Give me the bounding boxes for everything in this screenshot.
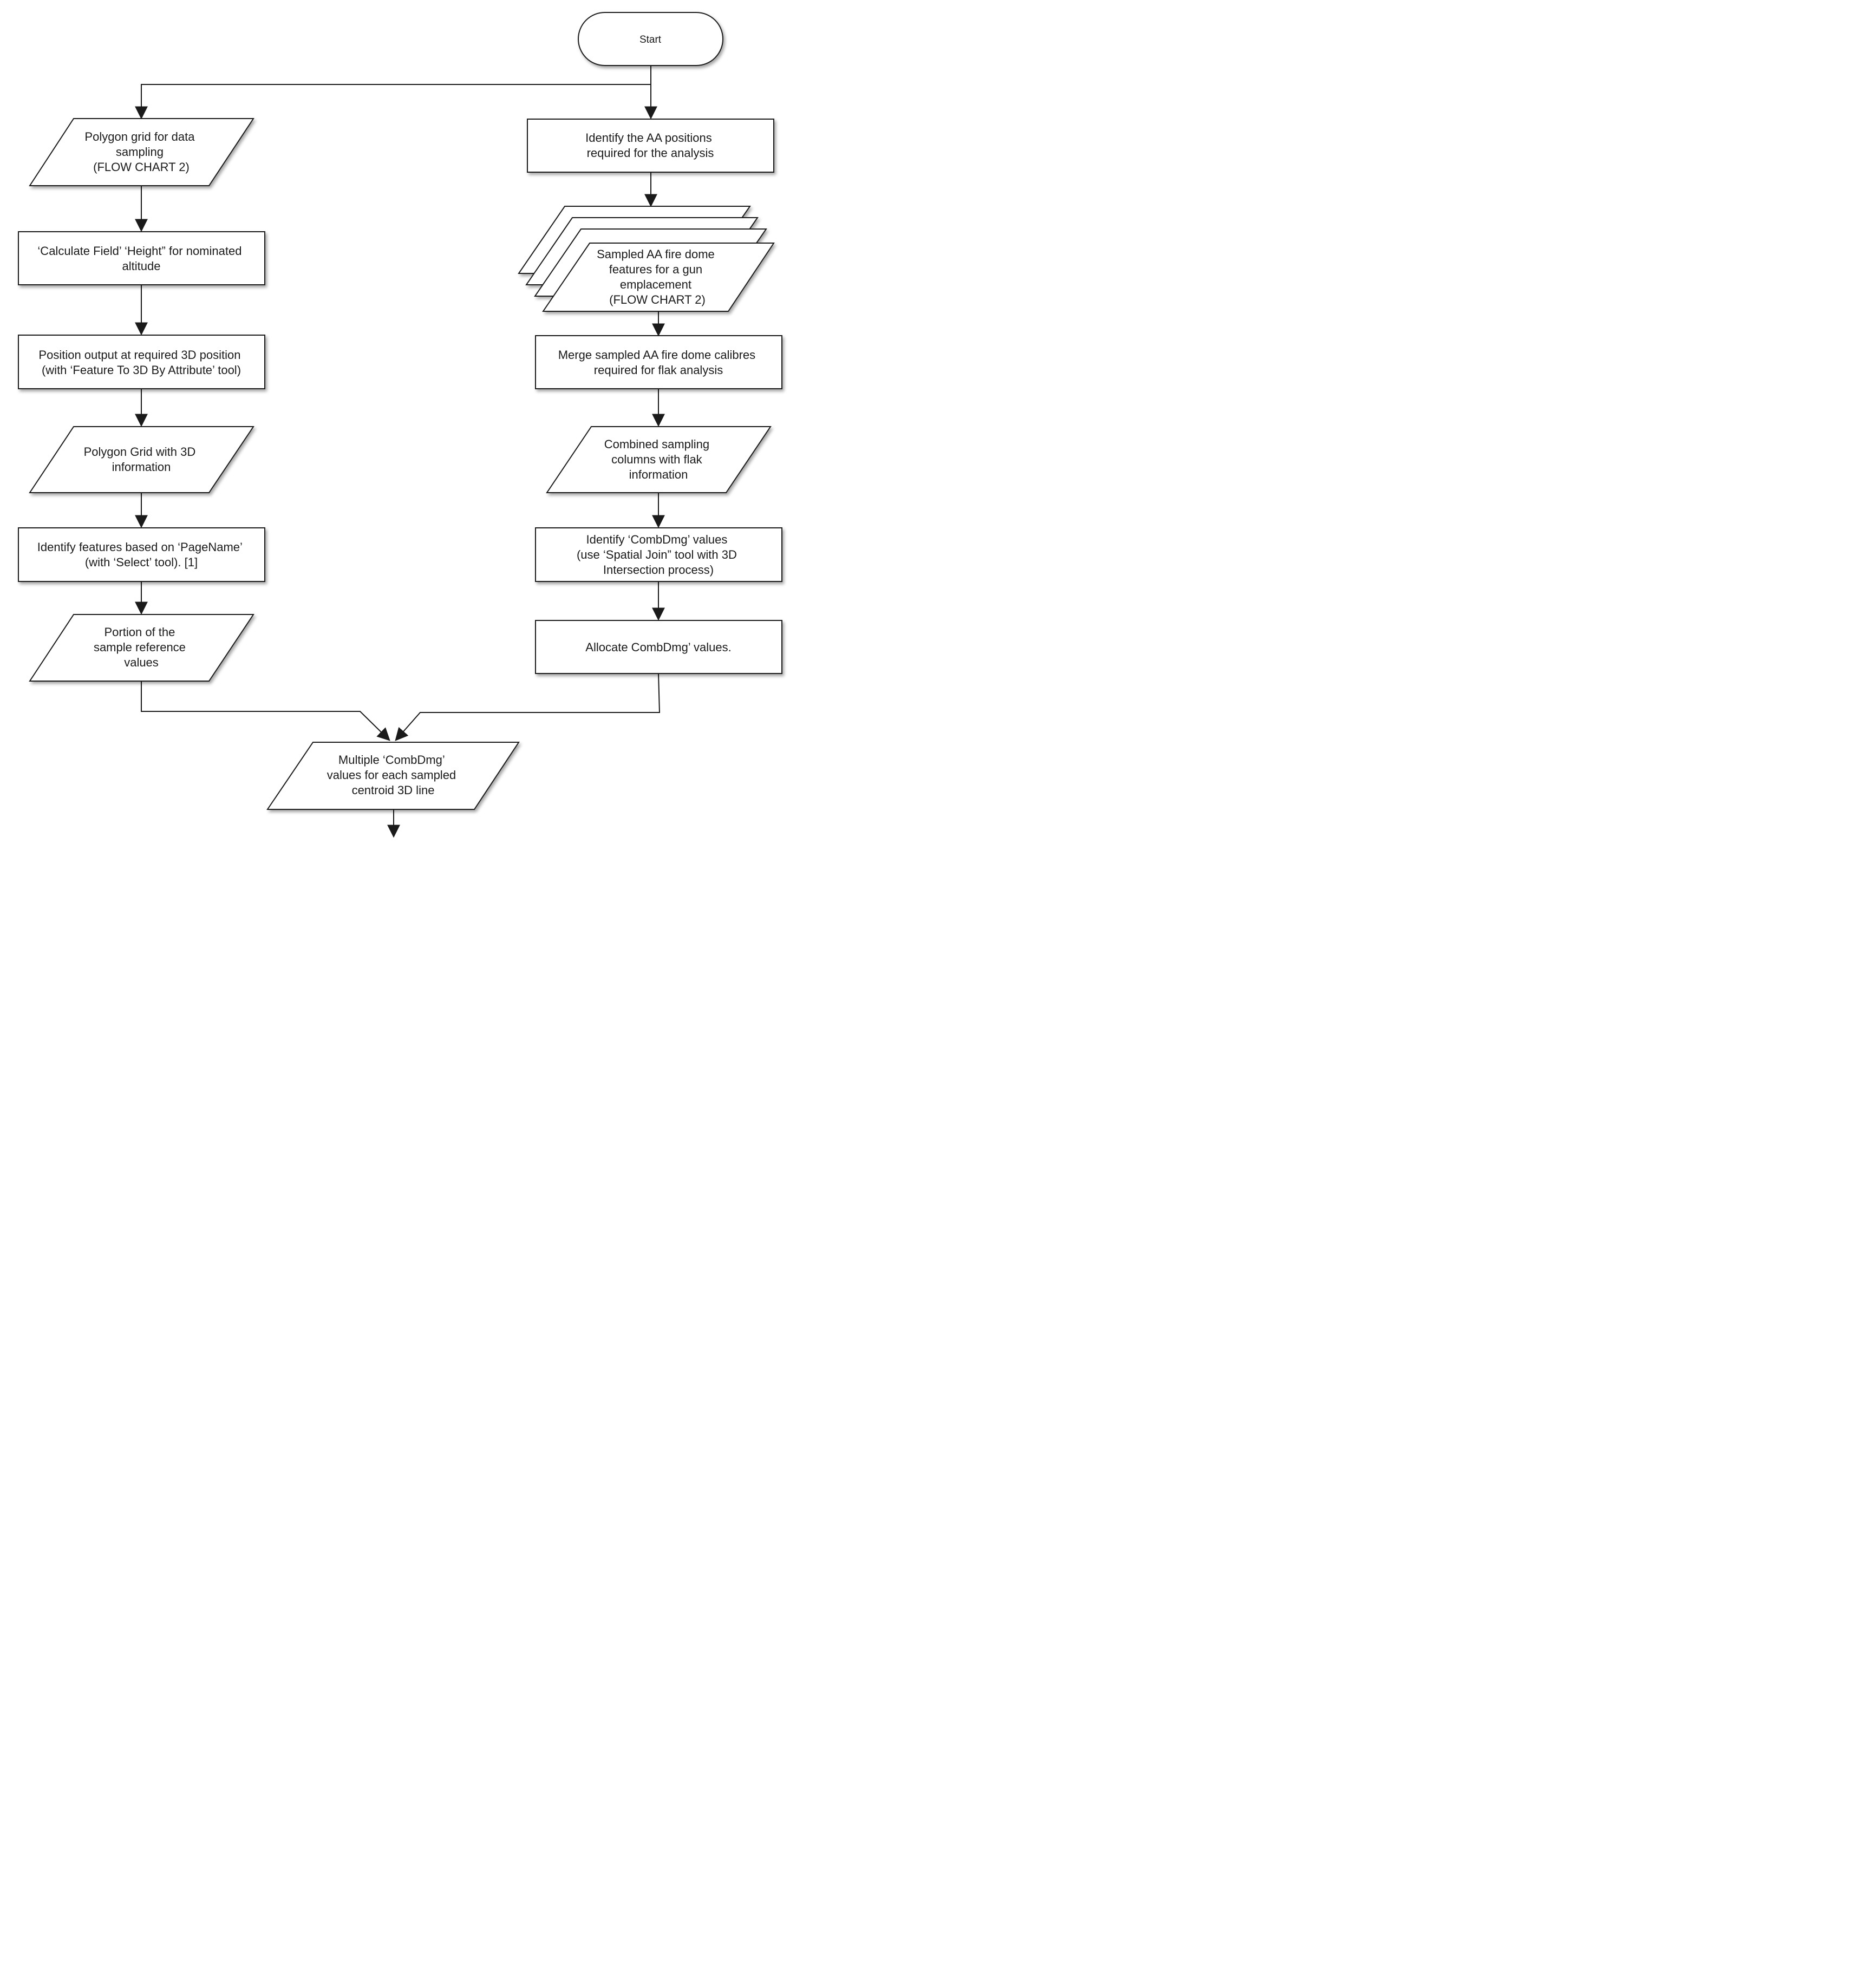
svg-text:Polygon Grid with 3D inf: Polygon Grid with 3D information — [84, 445, 199, 474]
position-output-node: Position output at required 3D position … — [18, 335, 265, 389]
svg-text:Multiple ‘CombDmg’ value: Multiple ‘CombDmg’ values for each sampl… — [327, 753, 460, 797]
svg-text:Sampled AA fire dome fea: Sampled AA fire dome features for a gun … — [597, 247, 718, 306]
svg-text:Identify ‘CombDmg’ values: Identify ‘CombDmg’ values (use ‘Spatial … — [577, 533, 740, 577]
polygon-grid-node: Polygon grid for data sampling (FLOW CHA… — [29, 118, 254, 186]
identify-aa-line-2: required for the analysis — [587, 146, 714, 160]
portion-sample-node: Portion of the sample reference values — [29, 614, 254, 682]
start-label: Start — [639, 34, 662, 45]
identify-features-node: Identify features based on ‘PageName’ (w… — [18, 527, 265, 582]
calculate-field-line-1: ‘Calculate Field’ ‘Height” for nominated — [37, 244, 241, 258]
merge-sampled-line-1: Merge sampled AA fire dome calibres — [558, 348, 755, 362]
svg-text:Allocate CombDmg’ values.: Allocate CombDmg’ values. — [585, 640, 731, 654]
polygon-grid-3d-line-1: Polygon Grid with 3D — [84, 445, 196, 459]
combined-sampling-line-1: Combined sampling — [604, 437, 709, 451]
combined-sampling-line-3: information — [629, 468, 688, 481]
combined-sampling-node: Combined sampling columns with flak info… — [546, 426, 772, 493]
polygon-grid-3d-node: Polygon Grid with 3D information — [29, 426, 254, 493]
svg-text:‘Calculate Field’ ‘Height” for: ‘Calculate Field’ ‘Height” for nominated… — [37, 244, 245, 273]
identify-combdmg-line-2: (use ‘Spatial Join” tool with 3D — [577, 548, 737, 561]
merge-sampled-line-2: required for flak analysis — [594, 363, 723, 377]
combined-sampling-line-2: columns with flak — [611, 453, 703, 466]
position-output-line-1: Position output at required 3D position — [38, 348, 240, 362]
svg-text:Polygon grid for data sa: Polygon grid for data sampling (FLOW CHA… — [84, 130, 198, 174]
identify-features-line-2: (with ‘Select’ tool). [1] — [85, 555, 198, 569]
polygon-grid-line-2: sampling — [116, 145, 164, 159]
edges — [135, 66, 665, 838]
multiple-combdmg-line-1: Multiple ‘CombDmg’ — [338, 753, 445, 767]
flowchart-canvas: Start Polygon grid for data sampling (FL… — [18, 12, 782, 838]
portion-sample-line-3: values — [124, 656, 159, 669]
svg-text:Identify features based on ‘Pa: Identify features based on ‘PageName’ (w… — [37, 540, 245, 569]
sampled-aa-line-4: (FLOW CHART 2) — [609, 293, 706, 306]
identify-features-line-1: Identify features based on ‘PageName’ — [37, 540, 242, 554]
identify-aa-line-1: Identify the AA positions — [585, 131, 712, 145]
edge-split-to-polygon-grid — [135, 84, 651, 120]
identify-combdmg-line-1: Identify ‘CombDmg’ values — [586, 533, 728, 546]
identify-combdmg-line-3: Intersection process) — [603, 563, 714, 577]
polygon-grid-line-1: Polygon grid for data — [84, 130, 195, 143]
identify-combdmg-node: Identify ‘CombDmg’ values (use ‘Spatial … — [535, 527, 782, 582]
multiple-combdmg-line-3: centroid 3D line — [352, 783, 435, 797]
start-node: Start — [578, 12, 723, 66]
svg-text:Combined sampling column: Combined sampling columns with flak info… — [604, 437, 713, 481]
svg-text:Portion of the sample re: Portion of the sample reference values — [94, 625, 189, 669]
position-output-line-2: (with ‘Feature To 3D By Attribute’ tool) — [42, 363, 241, 377]
sampled-aa-line-3: emplacement — [620, 278, 691, 291]
allocate-combdmg-node: Allocate CombDmg’ values. — [535, 620, 782, 674]
calculate-field-line-2: altitude — [122, 259, 161, 273]
polygon-grid-line-3: (FLOW CHART 2) — [93, 160, 190, 174]
identify-aa-node: Identify the AA positions required for t… — [527, 119, 774, 173]
calculate-field-node: ‘Calculate Field’ ‘Height” for nominated… — [18, 231, 265, 285]
portion-sample-line-1: Portion of the — [105, 625, 175, 639]
sampled-aa-line-2: features for a gun — [609, 263, 702, 276]
multiple-combdmg-line-2: values for each sampled — [327, 768, 456, 782]
svg-text:Position output at required 3D: Position output at required 3D position … — [38, 348, 244, 377]
edge-portion-sample-to-multiple-combdmg — [141, 681, 390, 741]
edge-allocate-to-multiple-combdmg — [395, 673, 661, 741]
merge-sampled-node: Merge sampled AA fire dome calibres requ… — [535, 335, 782, 389]
svg-text:Identify the AA positions: Identify the AA positions required for t… — [585, 131, 715, 160]
polygon-grid-3d-line-2: information — [112, 460, 171, 474]
sampled-aa-node: Sampled AA fire dome features for a gun … — [518, 206, 775, 312]
sampled-aa-stack-front — [542, 243, 775, 312]
multiple-combdmg-node: Multiple ‘CombDmg’ values for each sampl… — [266, 742, 520, 810]
allocate-combdmg-line-1: Allocate CombDmg’ values. — [585, 640, 731, 654]
svg-text:Merge sampled AA fire dome cal: Merge sampled AA fire dome calibres requ… — [558, 348, 759, 377]
sampled-aa-line-1: Sampled AA fire dome — [597, 247, 715, 261]
portion-sample-line-2: sample reference — [94, 640, 186, 654]
